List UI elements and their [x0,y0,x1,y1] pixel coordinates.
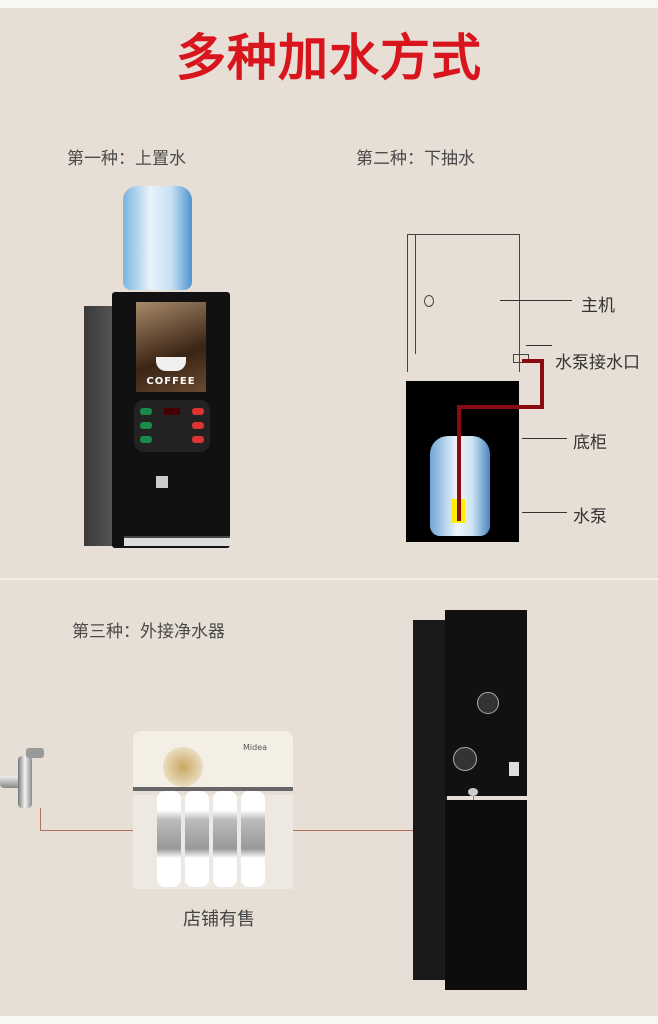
water-purifier: Midea [133,731,293,889]
fan-icon [477,692,499,714]
purifier-caption: 店铺有售 [183,909,255,930]
label-base-cabinet: 底柜 [573,433,607,453]
faucet-icon [0,748,46,810]
method3-label: 第三种：外接净水器 [72,622,225,642]
tower-coffee-machine [413,610,527,992]
page-title: 多种加水方式 [176,29,482,87]
water-bottle-icon [123,186,192,290]
method1-label: 第一种：上置水 [67,149,186,169]
purifier-brand-logo: Midea [243,743,268,752]
label-pump-inlet: 水泵接水口 [555,353,640,373]
top-strip [0,0,658,8]
water-line [40,808,41,830]
coffee-logo: COFFEE [146,376,196,387]
label-main-unit: 主机 [581,296,615,316]
top-load-coffee-machine: COFFEE [84,186,234,550]
coffee-poster: COFFEE [136,302,206,392]
method2-label: 第二种：下抽水 [356,149,475,169]
pipe [457,405,461,521]
pump-inlet-box [513,354,529,363]
main-unit-outline [407,234,520,372]
fan-icon [453,747,477,771]
bottom-strip [0,1016,658,1024]
control-panel [134,400,210,452]
label-pump: 水泵 [573,507,607,527]
section-divider [0,578,658,580]
